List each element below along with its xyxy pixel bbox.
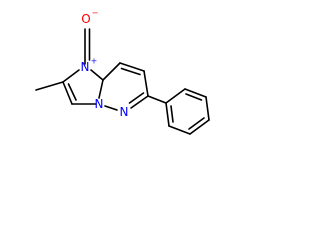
bond-ph2-ph3-inner xyxy=(185,93,203,101)
bond-ph3-ph4 xyxy=(205,96,210,121)
bond-n1-c2 xyxy=(62,69,80,83)
bond-c6-nring-inner xyxy=(128,92,145,104)
bond-c2-c3-inner xyxy=(67,83,77,101)
bond-ph6-ph1 xyxy=(165,102,170,127)
atom-nitrogen-1: N xyxy=(81,60,90,74)
bond-c8a-n1 xyxy=(90,69,104,81)
bond-ph4-ph5-inner xyxy=(188,117,205,130)
bond-ph2-ph3 xyxy=(184,88,207,98)
bond-c8-c7-inner xyxy=(120,67,141,76)
bond-c2-c3 xyxy=(62,81,73,105)
bond-ph5-ph6 xyxy=(168,125,191,135)
bond-nbridge-c8a xyxy=(98,79,104,99)
bond-c8a-c8 xyxy=(102,62,121,81)
bond-c8-c7 xyxy=(119,62,145,72)
atom-oxygen: O xyxy=(81,12,90,26)
bond-c6-phenyl xyxy=(147,95,167,104)
bond-nring-nbridge xyxy=(104,105,118,111)
bond-c7-c6 xyxy=(143,70,149,97)
chemical-structure: O − N + N N xyxy=(35,9,210,135)
bond-ph6-ph1-inner xyxy=(170,105,174,123)
atom-nitrogen-1-charge: + xyxy=(91,57,98,66)
bond-c6-nring xyxy=(130,95,149,109)
atom-nitrogen-ring: N xyxy=(120,105,129,119)
bond-ph4-ph5 xyxy=(189,119,210,135)
bond-ph1-ph2 xyxy=(165,88,186,104)
bond-c2-methyl xyxy=(35,81,64,91)
atom-oxygen-charge: − xyxy=(92,9,99,18)
atom-nitrogen-bridge: N xyxy=(95,97,104,111)
